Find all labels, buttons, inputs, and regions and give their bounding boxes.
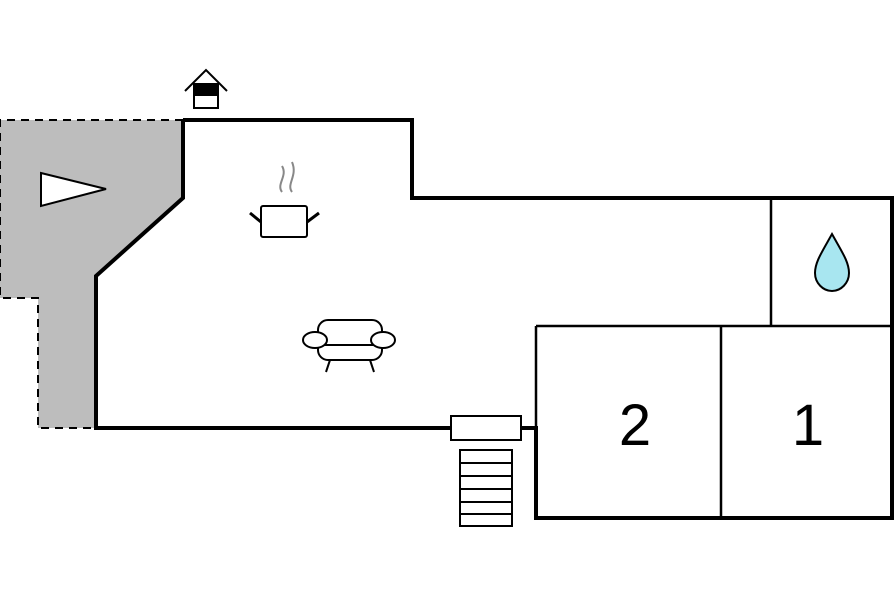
sofa-icon [302, 319, 396, 373]
terrace-area [0, 120, 183, 428]
room-2-label: 2 [619, 393, 651, 458]
room-1-label: 1 [792, 393, 824, 458]
terrace-direction-arrow-icon [40, 171, 107, 208]
walls [94, 118, 894, 520]
stairs-icon [459, 449, 513, 527]
fireplace-icon [184, 68, 228, 109]
terrace [0, 119, 183, 429]
water-drop-icon [813, 231, 851, 293]
kitchen-pot-icon [249, 161, 320, 238]
entrance-step-icon [450, 415, 522, 441]
main-wall [94, 118, 894, 520]
terrace-dashed-edge [0, 119, 183, 429]
